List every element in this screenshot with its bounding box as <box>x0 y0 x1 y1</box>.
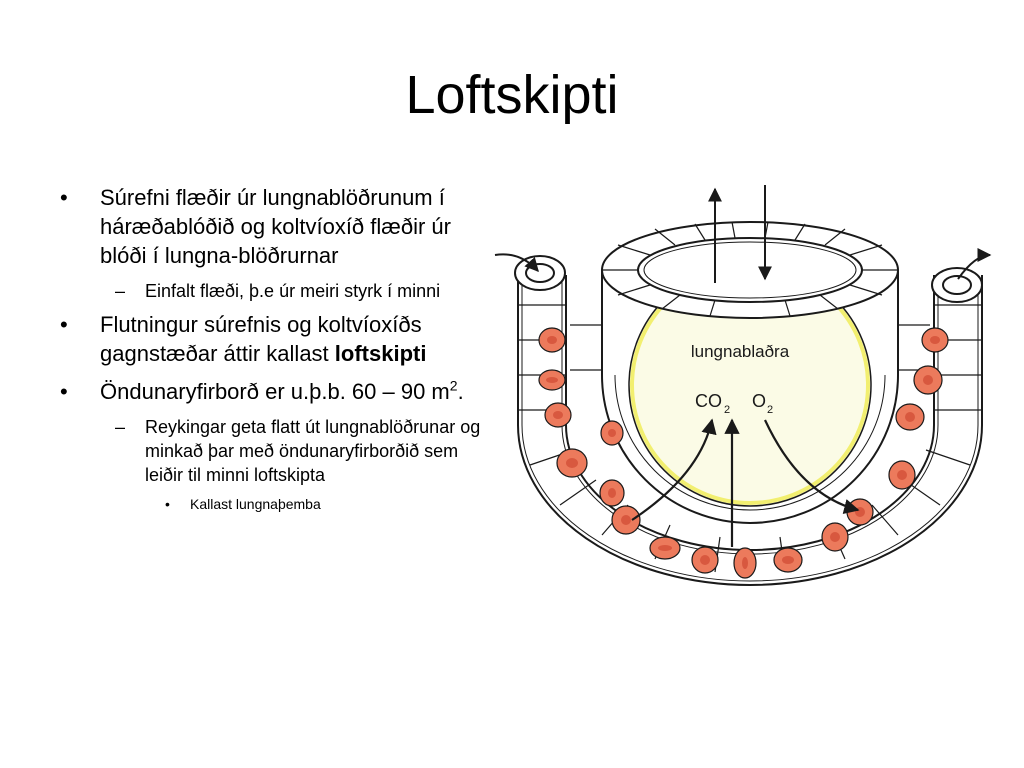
red-blood-cell <box>544 402 572 428</box>
bullet-surface-area: • Öndunaryfirborð er u.þ.b. 60 – 90 m2. <box>60 377 500 406</box>
air-flow-arrows <box>708 185 772 283</box>
capillary-right-lumen <box>942 275 972 295</box>
bullet-gas-exchange-bold: loftskipti <box>334 341 427 366</box>
red-blood-cell <box>599 479 625 507</box>
dash-bullet: – <box>115 417 126 437</box>
bullet-diffusion: • Súrefni flæðir úr lungnablöðrunum í há… <box>60 183 500 270</box>
capillary-left-opening <box>514 255 566 291</box>
bullet-list: • Súrefni flæðir úr lungnablöðrunum í há… <box>60 183 500 514</box>
red-blood-cell <box>821 522 849 552</box>
bullet-dot: • <box>60 312 68 337</box>
alveolus <box>601 221 899 524</box>
sub-sub-bullet-emphysema-text: Kallast lungnaþemba <box>190 496 321 512</box>
bullet-gas-exchange: • Flutningur súrefnis og koltvíoxíðs gag… <box>60 310 500 368</box>
sub-bullet-smoking: – Reykingar geta flatt út lungnablöðruna… <box>60 415 500 487</box>
red-blood-cell <box>538 369 566 391</box>
red-blood-cell <box>888 460 916 490</box>
dash-bullet: – <box>115 281 126 301</box>
sub-bullet-simple-diffusion-text: Einfalt flæði, þ.e úr meiri styrk í minn… <box>145 281 441 301</box>
page-title: Loftskipti <box>405 65 619 125</box>
red-blood-cell <box>538 327 566 353</box>
blood-out-arrow <box>957 248 992 280</box>
bullet-dot: • <box>165 496 170 512</box>
red-blood-cell <box>733 547 757 579</box>
co2-label-main: CO <box>695 391 722 411</box>
gas-exchange-arrows <box>631 418 860 547</box>
capillary-vessel <box>514 255 983 586</box>
co2-label: CO 2 <box>695 391 730 416</box>
o2-label-sub: 2 <box>767 404 773 416</box>
capillary-left-lumen <box>525 263 555 283</box>
capillary-outer-wall <box>517 275 983 586</box>
alveolus-rim-inner <box>637 237 863 303</box>
alveolus-rim-segments <box>602 221 898 317</box>
superscript-2: 2 <box>449 377 458 394</box>
bullet-dot: • <box>60 185 68 210</box>
red-blood-cell <box>921 327 949 353</box>
bullet-surface-area-end: . <box>457 379 464 404</box>
o2-arrow <box>764 419 860 514</box>
red-blood-cell <box>611 505 641 535</box>
alveolus-diagram: lungnablaðra CO 2 O 2 <box>494 185 992 586</box>
red-blood-cell <box>895 403 925 431</box>
bullet-gas-exchange-text: Flutningur súrefnis og koltvíoxíðs gagns… <box>100 312 422 366</box>
co2-arrow <box>631 418 717 521</box>
red-blood-cell <box>773 547 803 573</box>
red-blood-cell <box>556 448 588 478</box>
blood-in-arrow <box>494 253 539 273</box>
red-blood-cell <box>913 365 943 395</box>
blood-flow-arrows <box>494 248 992 280</box>
red-blood-cell <box>691 546 719 574</box>
alveolus-side-walls <box>601 270 899 375</box>
capillary-right-opening <box>931 267 983 303</box>
red-blood-cell <box>649 536 681 560</box>
sub-bullet-simple-diffusion: – Einfalt flæði, þ.e úr meiri styrk í mi… <box>60 279 500 303</box>
sub-sub-bullet-emphysema: • Kallast lungnaþemba <box>60 494 500 514</box>
bullet-diffusion-text: Súrefni flæðir úr lungnablöðrunum í háræ… <box>100 185 451 268</box>
red-blood-cell <box>600 420 624 446</box>
red-blood-cell <box>846 498 874 526</box>
o2-label: O 2 <box>752 391 773 416</box>
o2-label-main: O <box>752 391 766 411</box>
bullet-surface-area-text: Öndunaryfirborð er u.þ.b. 60 – 90 m <box>100 379 450 404</box>
bullet-dot: • <box>60 379 68 404</box>
sub-bullet-smoking-text: Reykingar geta flatt út lungnablöðrunar … <box>145 417 481 485</box>
alveolus-label: lungnablaðra <box>691 342 790 361</box>
co2-label-sub: 2 <box>724 404 730 416</box>
